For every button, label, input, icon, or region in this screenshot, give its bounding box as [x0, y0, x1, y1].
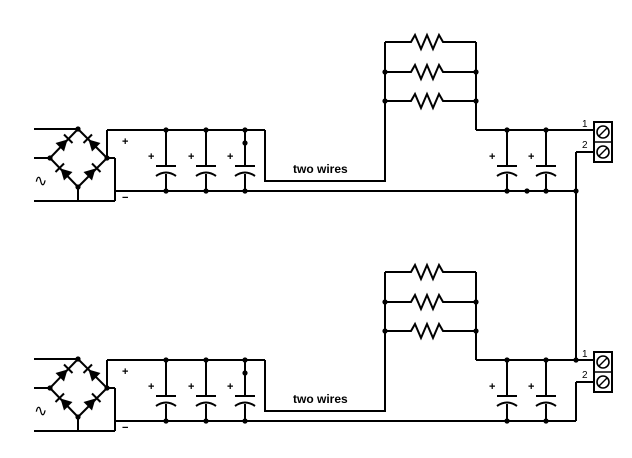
output-capacitor-bank: + +: [489, 357, 557, 424]
input-capacitor-bank: + + +: [148, 357, 256, 424]
svg-text:+: +: [489, 151, 495, 163]
svg-text:+: +: [188, 381, 194, 393]
resistor-network: [382, 34, 479, 130]
svg-text:+: +: [227, 151, 233, 163]
bridge-rectifier: [47, 356, 110, 420]
output-capacitor-bank: + +: [489, 127, 557, 194]
minus-label: −: [122, 422, 128, 434]
ac-source-icon: ∿: [34, 173, 47, 190]
input-capacitor-bank: + + +: [148, 127, 256, 194]
circuit-1: ∿ + −: [34, 34, 613, 204]
svg-text:+: +: [148, 151, 154, 163]
svg-text:1: 1: [582, 119, 588, 130]
svg-text:+: +: [489, 381, 495, 393]
bridge-rectifier: [47, 126, 110, 190]
svg-text:2: 2: [582, 140, 588, 151]
two-wires-label: two wires: [293, 162, 348, 176]
resistor-network: [382, 264, 479, 360]
svg-text:1: 1: [582, 349, 588, 360]
terminal-block: 1 2: [575, 349, 613, 421]
plus-label: +: [122, 366, 128, 378]
svg-text:+: +: [188, 151, 194, 163]
plus-label: +: [122, 136, 128, 148]
ac-source-icon: ∿: [34, 403, 47, 420]
minus-label: −: [122, 192, 128, 204]
terminal-block: 1 2: [575, 119, 613, 191]
svg-text:+: +: [528, 381, 534, 393]
svg-text:+: +: [227, 381, 233, 393]
svg-text:+: +: [148, 381, 154, 393]
svg-text:2: 2: [582, 370, 588, 381]
two-wires-label: two wires: [293, 392, 348, 406]
circuit-2: ∿ + − +: [34, 264, 613, 434]
svg-text:+: +: [528, 151, 534, 163]
